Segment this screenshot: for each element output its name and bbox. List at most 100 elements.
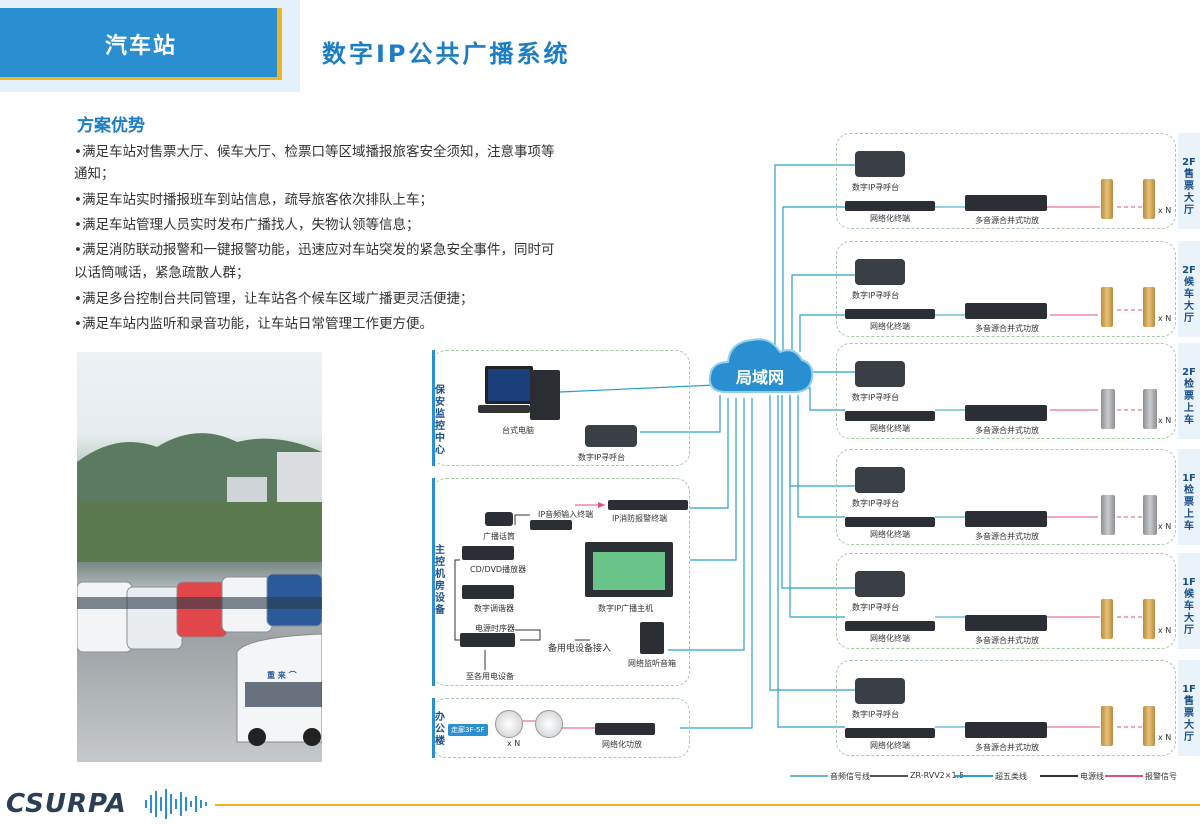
- fire-alarm-label: IP消防报警终端: [612, 514, 668, 523]
- speaker-icon: [1143, 389, 1157, 429]
- legend-swatch: [790, 775, 828, 777]
- power-label: 电源时序器: [475, 624, 515, 633]
- bus-station-photo: 重 来 ⌒: [77, 352, 322, 762]
- microphone-icon: [485, 512, 513, 526]
- speaker-icon: [1143, 706, 1155, 746]
- zone-box: [836, 343, 1176, 439]
- broadcast-host-icon: [585, 542, 673, 597]
- speaker-count: x N: [1158, 416, 1172, 425]
- speaker-icon: [1101, 179, 1113, 219]
- tuner-label: 数字调谐器: [474, 604, 514, 613]
- mixer-amp-icon: [965, 722, 1047, 738]
- console-label: 数字IP寻呼台: [852, 393, 900, 402]
- section-title: 方案优势: [77, 116, 145, 136]
- mixer-amp-icon: [965, 195, 1047, 211]
- network-terminal-icon: [845, 411, 935, 421]
- page-title: 数字IP公共广播系统: [322, 40, 571, 68]
- amp-label: 多音源合并式功放: [975, 636, 1039, 645]
- mixer-amp-icon: [965, 511, 1047, 527]
- corridor-badge: 走廊3F-5F: [448, 724, 488, 736]
- bullet-line: •满足车站实时播报班车到站信息，疏导旅客依次排队上车；: [74, 192, 433, 208]
- pc-label: 台式电脑: [502, 426, 534, 435]
- amp-label: 多音源合并式功放: [975, 324, 1039, 333]
- bullet-line: •满足车站管理人员实时发布广播找人，失物认领等信息；: [74, 217, 420, 233]
- pc-tower-icon: [530, 370, 560, 420]
- keyboard-icon: [478, 405, 530, 413]
- zone-box: [836, 660, 1176, 756]
- lan-label: 局域网: [735, 368, 784, 387]
- speaker-count: x N: [1158, 626, 1172, 635]
- ip-input-label: IP音频输入终端: [538, 510, 594, 519]
- to-devices-label: 至各用电设备: [466, 672, 514, 681]
- legend-swatch: [1105, 775, 1143, 777]
- ip-input-terminal-icon: [530, 520, 572, 530]
- mic-label: 广播话筒: [483, 532, 515, 541]
- monitor-speaker-icon: [640, 622, 664, 654]
- network-terminal-icon: [845, 621, 935, 631]
- terminal-label: 网络化终端: [870, 214, 910, 223]
- console-label: 数字IP寻呼台: [852, 183, 900, 192]
- zone-tag-bg: [1178, 133, 1200, 229]
- mixer-amp-icon: [965, 405, 1047, 421]
- bullet-line: •满足车站内监听和录音功能，让车站日常管理工作更方便。: [74, 316, 433, 332]
- legend-swatch: [870, 775, 908, 777]
- lan-cloud-icon: 局域网: [704, 330, 816, 400]
- zone-tag: 2F候车大厅: [1182, 265, 1196, 324]
- paging-console-icon: [855, 678, 905, 704]
- ceiling-speaker-icon: [535, 710, 563, 738]
- host-label: 数字IP广播主机: [598, 604, 654, 613]
- office-zone-tag: 办公楼: [435, 712, 445, 747]
- bullet-line: •满足车站对售票大厅、候车大厅、检票口等区域播报旅客安全须知，注意事项等: [74, 144, 555, 160]
- network-terminal-icon: [845, 309, 935, 319]
- zone-tag: 1F检票上车: [1182, 473, 1196, 532]
- office-amp-label: 网络化功放: [602, 740, 642, 749]
- fire-alarm-terminal-icon: [608, 500, 688, 510]
- security-zone-bar: [432, 350, 435, 466]
- paging-console-icon: [855, 259, 905, 285]
- console-label: 数字IP寻呼台: [852, 603, 900, 612]
- bullet-line: 通知；: [74, 166, 115, 182]
- zone-tag-bg: [1178, 449, 1200, 545]
- terminal-label: 网络化终端: [870, 741, 910, 750]
- zone-tag: 1F售票大厅: [1182, 684, 1196, 743]
- paging-console-icon: [585, 425, 637, 447]
- main-room-zone-bar: [432, 478, 435, 686]
- network-terminal-icon: [845, 201, 935, 211]
- ceiling-speaker-icon: [495, 710, 523, 738]
- mixer-amp-icon: [965, 303, 1047, 319]
- terminal-label: 网络化终端: [870, 530, 910, 539]
- main-room-zone-tag: 主控机房设备: [435, 545, 445, 616]
- speaker-icon: [1143, 495, 1157, 535]
- bullet-line: •满足多台控制台共同管理，让车站各个候车区域广播更灵活便捷；: [74, 291, 474, 307]
- legend-label: 电源线: [1080, 772, 1104, 781]
- speaker-icon: [1101, 495, 1115, 535]
- cd-player-icon: [462, 546, 514, 560]
- security-zone-tag: 保安监控中心: [435, 385, 445, 456]
- office-xn: x N: [507, 739, 521, 748]
- office-zone-bar: [432, 698, 435, 758]
- zone-tag: 1F候车大厅: [1182, 577, 1196, 636]
- speaker-count: x N: [1158, 206, 1172, 215]
- speaker-icon: [1143, 179, 1155, 219]
- mixer-amp-icon: [965, 615, 1047, 631]
- legend-label: ZR-RVV2×1.5: [910, 771, 965, 780]
- zone-box: [836, 553, 1176, 649]
- zone-tag-bg: [1178, 660, 1200, 756]
- monitor-speaker-label: 网络监听音箱: [628, 659, 676, 668]
- zone-box: [836, 449, 1176, 545]
- footer-line: [215, 804, 1200, 806]
- speaker-icon: [1143, 287, 1155, 327]
- console-label: 数字IP寻呼台: [852, 291, 900, 300]
- terminal-label: 网络化终端: [870, 322, 910, 331]
- legend-swatch: [1040, 775, 1078, 777]
- legend-swatch: [955, 775, 993, 777]
- amp-label: 多音源合并式功放: [975, 743, 1039, 752]
- zone-box: [836, 241, 1176, 337]
- bullet-line: 以话筒喊话，紧急疏散人群；: [74, 265, 250, 281]
- amp-label: 多音源合并式功放: [975, 216, 1039, 225]
- bus-sign: 重 来 ⌒: [267, 671, 297, 680]
- power-sequencer-icon: [460, 633, 515, 647]
- network-terminal-icon: [845, 728, 935, 738]
- legend-label: 超五类线: [995, 772, 1027, 781]
